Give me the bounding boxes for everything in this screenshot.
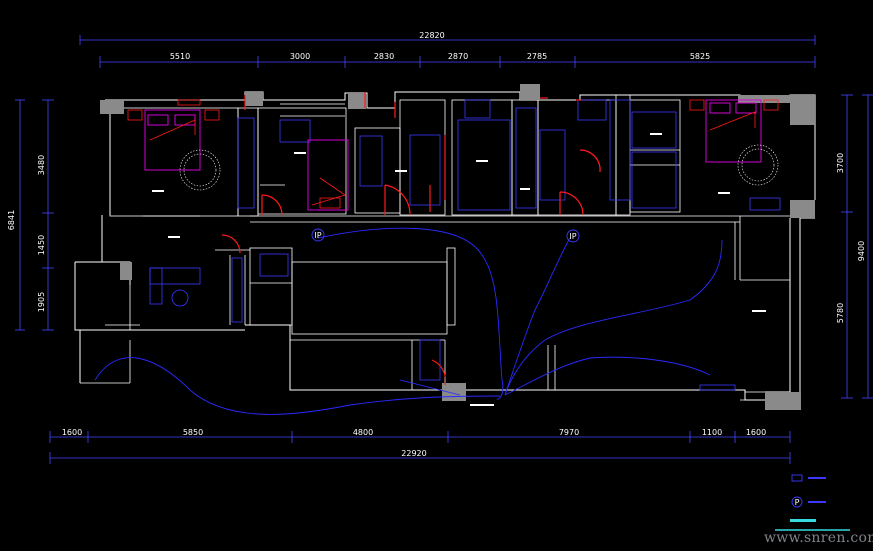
top-dim-4: 2870 — [448, 52, 468, 61]
bottom-dim-5: 1100 — [702, 428, 722, 437]
bed-covers — [127, 99, 779, 209]
right-total-dimension: 9400 — [857, 241, 866, 261]
left-total-dimension: 6841 — [7, 210, 16, 230]
outlet-label-1: IP — [314, 231, 321, 240]
right-dim-1: 3700 — [836, 153, 845, 173]
bottom-dimension-chain — [49, 431, 791, 464]
bottom-total-dimension: 22920 — [401, 449, 426, 458]
left-dim-2: 1450 — [37, 235, 46, 255]
left-dim-1: 3480 — [37, 155, 46, 175]
watermark-text: www.snren.com — [764, 530, 873, 546]
right-dim-2: 5780 — [836, 303, 845, 323]
round-rugs — [179, 144, 779, 191]
doors — [221, 92, 601, 386]
bottom-dim-2: 5850 — [183, 428, 203, 437]
bottom-dim-6: 1600 — [746, 428, 766, 437]
top-total-dimension: 22820 — [419, 31, 444, 40]
bottom-dim-1: 1600 — [62, 428, 82, 437]
bottom-dim-3: 4800 — [353, 428, 373, 437]
legend-outlet-symbol: P — [795, 498, 800, 507]
interior-walls — [80, 94, 815, 401]
room-tags — [152, 133, 766, 406]
top-dimension-chain — [79, 35, 816, 68]
top-dim-6: 5825 — [690, 52, 710, 61]
furniture-beds — [144, 99, 762, 211]
left-dimension-chain — [15, 99, 54, 331]
top-dim-1: 5510 — [170, 52, 190, 61]
top-dim-5: 2785 — [527, 52, 547, 61]
structural-columns — [100, 84, 815, 410]
left-dim-3: 1905 — [37, 292, 46, 312]
fixtures — [149, 99, 781, 391]
electrical-wiring — [94, 227, 723, 415]
top-dim-3: 2830 — [374, 52, 394, 61]
legend — [775, 474, 850, 531]
bottom-dim-4: 7970 — [559, 428, 579, 437]
outlet-label-2: IP — [569, 232, 576, 241]
right-dimension-chain — [841, 94, 873, 399]
outlet-markers — [311, 228, 580, 243]
top-dim-2: 3000 — [290, 52, 310, 61]
